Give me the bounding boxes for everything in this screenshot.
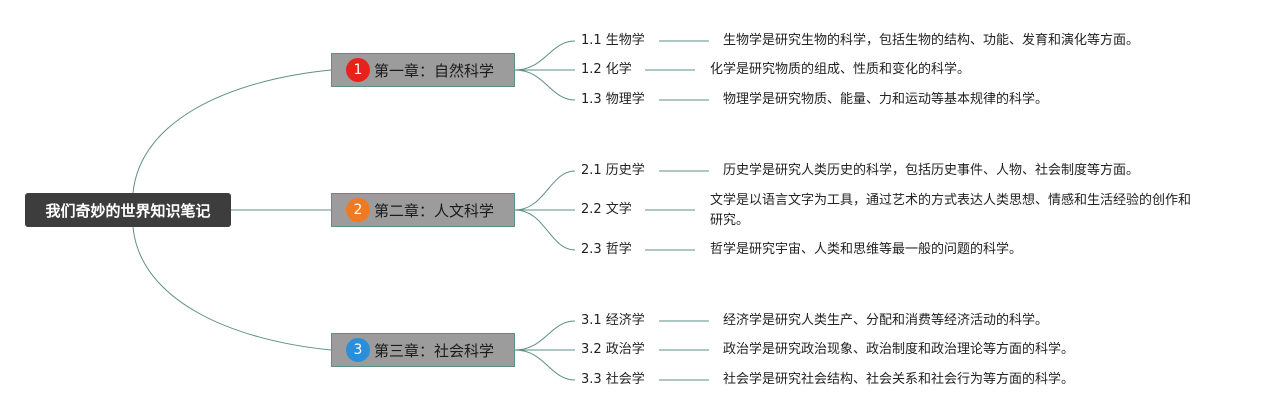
connector-ch1-t3 (514, 69, 576, 101)
chapter-node-3[interactable]: 3 第三章：社会科学 (331, 333, 515, 367)
chapter-title: 第一章：自然科学 (374, 61, 495, 80)
chapter-title: 第二章：人文科学 (374, 201, 495, 220)
topic-description-2-3[interactable]: 哲学是研究宇宙、人类和思维等最一般的问题的科学。 (710, 242, 1023, 257)
connector-ch2-t3 (514, 209, 576, 251)
topic-node-2-1[interactable]: 2.1 历史学 (581, 163, 645, 178)
connector-root-ch3 (132, 226, 332, 351)
topic-node-1-3[interactable]: 1.3 物理学 (581, 92, 645, 107)
topic-node-1-2[interactable]: 1.2 化学 (581, 62, 632, 77)
topic-description-1-1[interactable]: 生物学是研究生物的科学，包括生物的结构、功能、发育和演化等方面。 (723, 33, 1140, 48)
topic-description-2-1[interactable]: 历史学是研究人类历史的科学，包括历史事件、人物、社会制度等方面。 (723, 163, 1140, 178)
topic-node-2-2[interactable]: 2.2 文学 (581, 202, 632, 217)
chapter-number-badge: 2 (346, 198, 370, 222)
root-title: 我们奇妙的世界知识笔记 (45, 201, 211, 220)
topic-node-3-3[interactable]: 3.3 社会学 (581, 372, 645, 387)
topic-node-2-3[interactable]: 2.3 哲学 (581, 242, 632, 257)
topic-description-3-1[interactable]: 经济学是研究人类生产、分配和消费等经济活动的科学。 (723, 313, 1049, 328)
connector-root-ch1 (132, 69, 332, 194)
chapter-title: 第三章：社会科学 (374, 341, 495, 360)
topic-node-1-1[interactable]: 1.1 生物学 (581, 33, 645, 48)
topic-description-2-2[interactable]: 文学是以语言文字为工具，通过艺术的方式表达人类思想、情感和生活经验的创作和研究。 (710, 193, 1192, 228)
topic-description-1-3[interactable]: 物理学是研究物质、能量、力和运动等基本规律的科学。 (723, 92, 1049, 107)
topic-node-3-2[interactable]: 3.2 政治学 (581, 342, 645, 357)
topic-node-3-1[interactable]: 3.1 经济学 (581, 313, 645, 328)
topic-description-1-2[interactable]: 化学是研究物质的组成、性质和变化的科学。 (710, 62, 971, 77)
connector-ch2-t1 (514, 170, 576, 211)
connector-ch3-t1 (514, 320, 576, 351)
chapter-node-2[interactable]: 2 第二章：人文科学 (331, 193, 515, 227)
root-node[interactable]: 我们奇妙的世界知识笔记 (25, 193, 231, 227)
topic-description-3-3[interactable]: 社会学是研究社会结构、社会关系和社会行为等方面的科学。 (723, 372, 1075, 387)
chapter-number-badge: 1 (346, 58, 370, 82)
chapter-node-1[interactable]: 1 第一章：自然科学 (331, 53, 515, 87)
topic-description-3-2[interactable]: 政治学是研究政治现象、政治制度和政治理论等方面的科学。 (723, 342, 1075, 357)
connector-ch3-t3 (514, 349, 576, 381)
chapter-number-badge: 3 (346, 338, 370, 362)
connector-ch1-t1 (514, 40, 576, 71)
